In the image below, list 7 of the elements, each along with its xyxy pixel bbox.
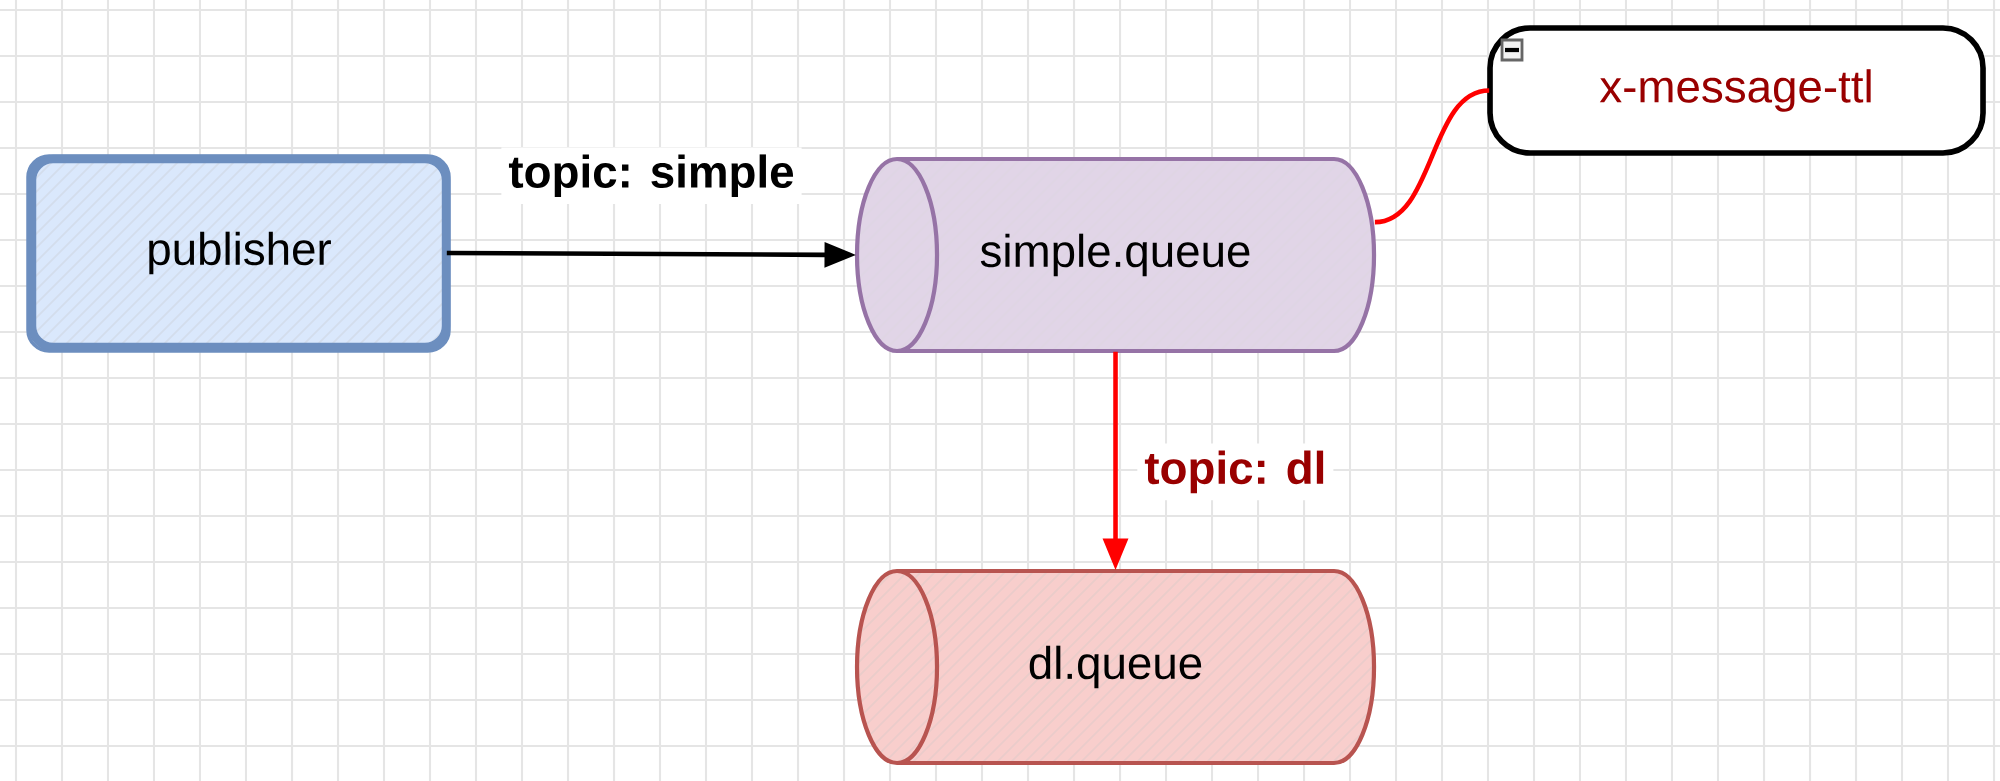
note-box: x-message-ttl xyxy=(1487,25,1986,156)
process-box: publisher xyxy=(26,154,451,353)
connector-line xyxy=(1374,88,1490,225)
edge-label: topic: dl xyxy=(1137,443,1334,501)
edge-label: topic: simple xyxy=(501,147,802,205)
queue-cylinder: simple.queue xyxy=(854,156,1377,354)
queue-cylinder: dl.queue xyxy=(854,568,1377,766)
